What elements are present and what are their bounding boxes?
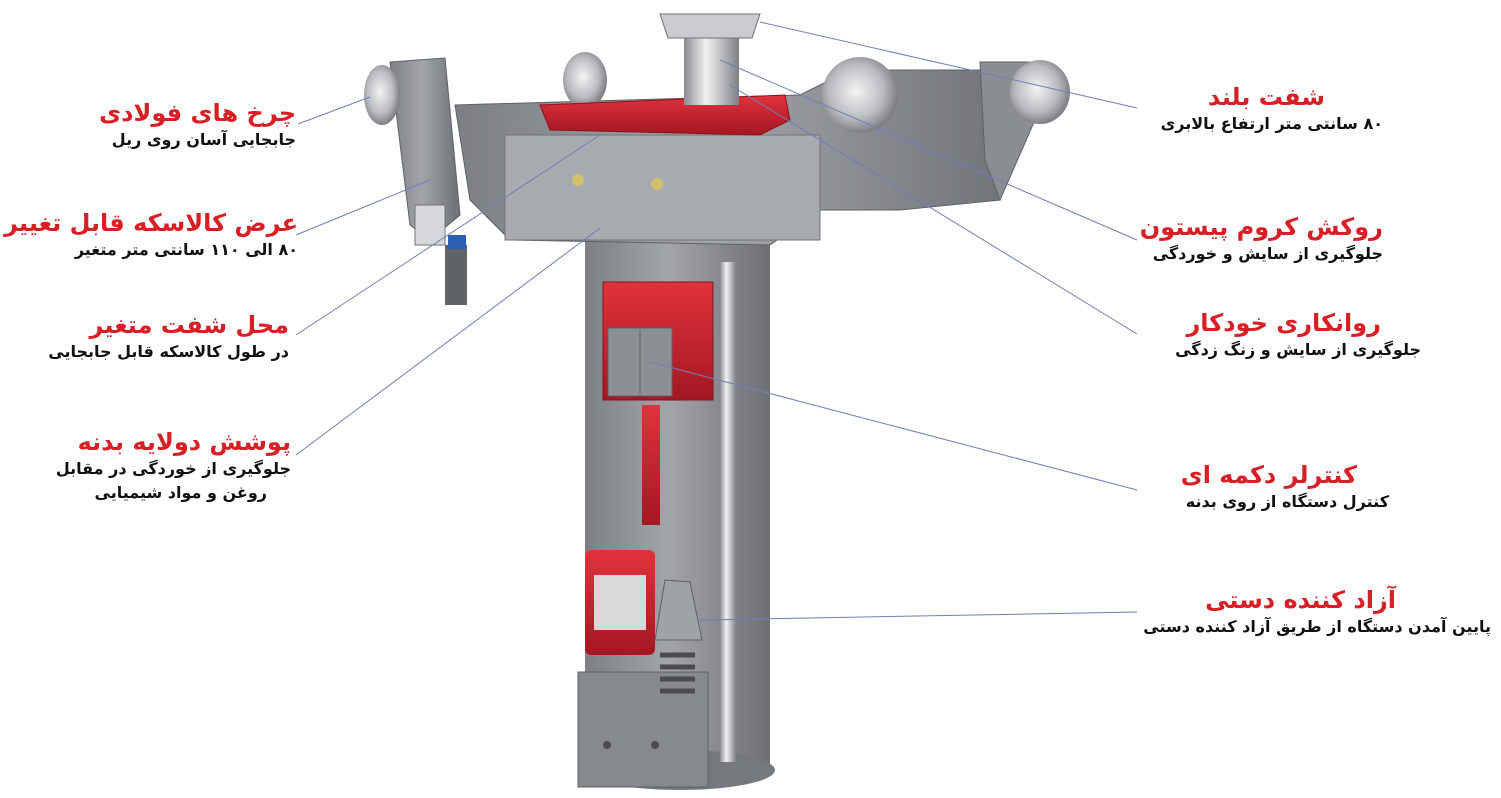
callout-desc: ۸۰ سانتی متر ارتفاع بالابری [1160, 114, 1383, 133]
callout-auto-lube: روانکاری خودکار جلوگیری از سایش و زنگ زد… [1175, 308, 1421, 362]
callout-title: محل شفت متغیر [89, 311, 290, 339]
chrome-rod [720, 262, 736, 762]
leader-long-shaft [759, 21, 1138, 109]
leader-carriage-width [295, 179, 431, 236]
leader-steel-wheels [297, 96, 371, 125]
wheel-mid [563, 52, 607, 108]
leader-manual-release [699, 611, 1138, 621]
callout-title: عرض کالاسکه قابل تغییر [4, 209, 298, 237]
callout-title: شفت بلند [1207, 83, 1325, 111]
carriage-slide [504, 134, 821, 241]
callout-title: آزاد کننده دستی [1205, 586, 1396, 614]
leader-shaft-position [295, 134, 601, 336]
callout-title: چرخ های فولادی [99, 99, 296, 127]
leader-body-coating [295, 227, 601, 456]
release-handle [654, 579, 703, 641]
callout-title: روانکاری خودکار [1186, 309, 1381, 337]
callout-desc: در طول کالاسکه قابل جابجایی [48, 342, 289, 361]
lift-shaft [684, 35, 739, 105]
spring [660, 652, 695, 694]
air-filter [445, 245, 467, 305]
leader-auto-lube [729, 84, 1138, 335]
callout-desc: جلوگیری از سایش و زنگ زدگی [1175, 340, 1421, 359]
wheel-right-inner [822, 57, 898, 133]
callout-desc: روغن و مواد شیمیایی [94, 483, 268, 502]
callout-long-shaft: شفت بلند ۸۰ سانتی متر ارتفاع بالابری [1161, 82, 1383, 136]
callout-title: کنترلر دکمه ای [1180, 461, 1357, 489]
callout-manual-release: آزاد کننده دستی پایین آمدن دستگاه از طری… [1143, 585, 1491, 639]
callout-desc: پایین آمدن دستگاه از طریق آزاد کننده دست… [1143, 617, 1491, 636]
leader-chrome-piston [719, 59, 1138, 241]
callout-desc: جلوگیری از سایش و خوردگی [1152, 244, 1383, 263]
wheel-right-outer [1010, 60, 1070, 124]
callout-push-button: کنترلر دکمه ای کنترل دستگاه از روی بدنه [1181, 460, 1389, 514]
callout-desc: ۸۰ الی ۱۱۰ سانتی متر متغیر [74, 240, 298, 259]
callout-carriage-width: عرض کالاسکه قابل تغییر ۸۰ الی ۱۱۰ سانتی … [4, 208, 298, 262]
callout-title: پوشش دولایه بدنه [77, 428, 291, 456]
leader-push-button [649, 361, 1138, 491]
callout-steel-wheels: چرخ های فولادی جابجایی آسان روی ریل [99, 98, 296, 152]
wheel-left [364, 65, 400, 125]
callout-desc: کنترل دستگاه از روی بدنه [1185, 492, 1389, 511]
gas-strut [642, 405, 660, 525]
shaft-head [659, 13, 761, 39]
callout-desc: جلوگیری از خوردگی در مقابل [55, 459, 291, 478]
callout-desc: جابجایی آسان روی ریل [111, 130, 296, 149]
callout-shaft-position: محل شفت متغیر در طول کالاسکه قابل جابجای… [48, 310, 289, 364]
callout-chrome-piston: روکش کروم پیستون جلوگیری از سایش و خوردگ… [1140, 212, 1383, 266]
air-valve [414, 204, 446, 246]
callout-title: روکش کروم پیستون [1139, 213, 1383, 241]
callout-body-coating: پوشش دولایه بدنه جلوگیری از خوردگی در مق… [56, 427, 291, 505]
